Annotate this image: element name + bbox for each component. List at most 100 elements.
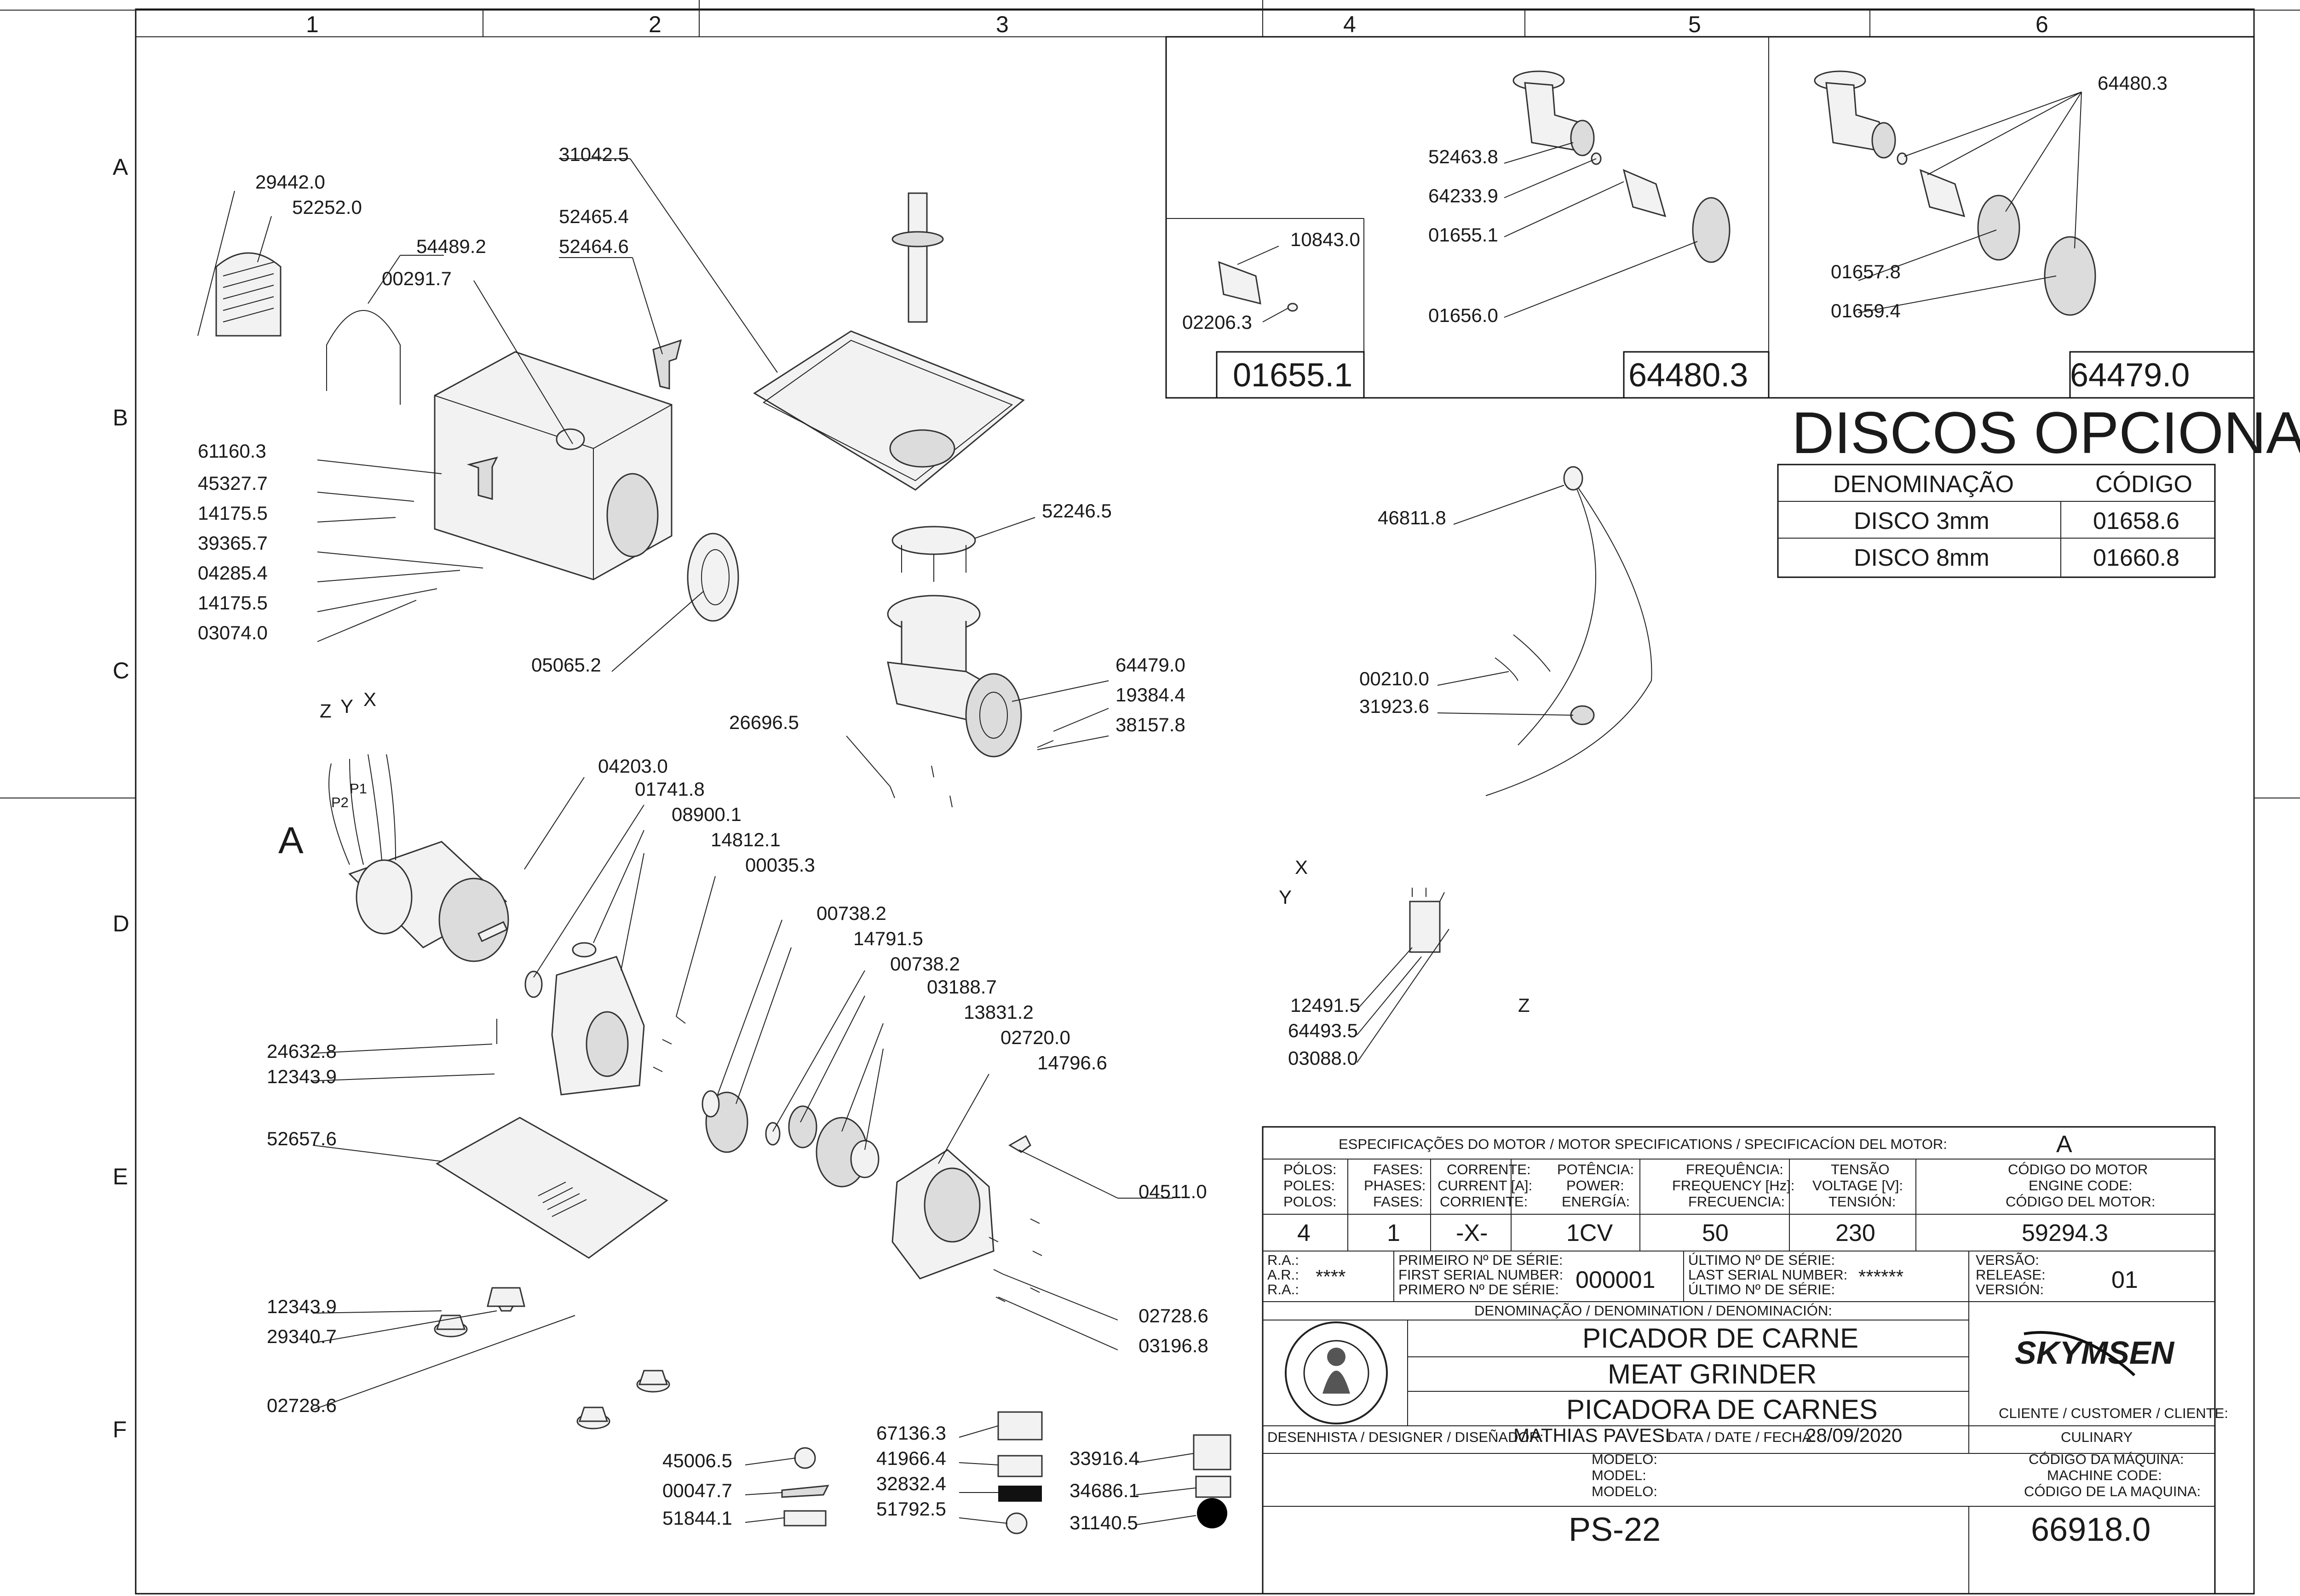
inset-label: 52463.8 [1428,146,1498,167]
part-label: 12343.9 [267,1066,337,1087]
spec-value: 4 [1297,1220,1311,1246]
part-label: 45006.5 [662,1450,732,1471]
part-label: 02728.6 [267,1395,337,1416]
grid-row-a: A [113,154,128,180]
discs-row-name: DISCO 3mm [1854,508,1990,534]
svg-text:P1: P1 [350,781,367,797]
discs-table [1777,464,2216,578]
part-label: 31042.5 [559,144,629,165]
part-label: 00210.0 [1359,668,1429,689]
part-label: 00291.7 [382,268,452,289]
part-label: 03188.7 [927,976,997,998]
denomination-label: DENOMINAÇÃO / DENOMINATION / DENOMINACIÓ… [1474,1303,1832,1319]
housing-hole [606,473,659,557]
part-label: 61160.3 [198,440,266,462]
part-label: 31923.6 [1359,695,1429,717]
latch-part [652,339,682,390]
part-label: 04511.0 [1138,1181,1207,1202]
part-label: 01741.8 [635,778,705,800]
spec-header: CÓDIGO DEL MOTOR: [2006,1194,2156,1210]
grille-part [215,252,282,337]
grid-row-b: B [113,405,128,431]
first-serial-label: FIRST SERIAL NUMBER: [1398,1267,1563,1283]
spec-value: -X- [1456,1220,1488,1246]
cable-part [1485,480,1652,796]
inset-code-box-1 [1216,351,1365,399]
part-label: 00738.2 [890,953,960,975]
spec-header: FREQUÊNCIA: [1686,1161,1783,1177]
part-label: 52465.4 [559,206,629,227]
part-label: 52246.5 [1042,500,1112,522]
sticker-parts [781,1411,1231,1534]
part-label: 29340.7 [267,1326,337,1347]
grid-col-5: 5 [1688,11,1701,37]
machine-code-value: 66918.0 [2031,1511,2150,1548]
grid-row-c: C [113,658,129,683]
part-label: 03196.8 [1138,1335,1208,1356]
machine-code-label: CÓDIGO DA MÁQUINA: [2029,1451,2184,1467]
discs-row-name: DISCO 8mm [1854,545,1990,571]
designer-value: MATHIAS PAVESI [1513,1424,1670,1446]
part-label: 52464.6 [559,235,629,257]
spec-header: CURRENT [A]: [1438,1177,1532,1194]
axis-y-label: Y [340,695,353,717]
part-label: 46811.8 [1378,507,1446,528]
part-label: 39365.7 [198,532,268,554]
spec-header: CORRIENTE: [1440,1194,1528,1210]
switch-part [1409,901,1441,953]
axis-y-label: Y [1279,886,1292,908]
part-label: 02720.0 [1000,1027,1070,1048]
spec-header: POWER: [1566,1177,1624,1194]
plate-part [891,526,976,555]
part-label: 00738.2 [816,902,886,924]
part-label: 24632.8 [267,1040,337,1062]
inset-parts [1218,70,2096,316]
spec-header: PÓLOS: [1283,1161,1336,1177]
last-serial-label: LAST SERIAL NUMBER: [1688,1267,1847,1283]
machine-code-label: MACHINE CODE: [2047,1467,2162,1483]
part-label: 34686.1 [1070,1480,1139,1501]
part-label: 51844.1 [662,1507,732,1529]
part-label: 29442.0 [255,171,325,193]
inset-code-box-3 [2069,351,2255,399]
discs-row-code: 01658.6 [2093,508,2179,534]
inset-label: 10843.0 [1290,229,1360,250]
feet-parts [434,1287,670,1430]
part-label: 52657.6 [267,1128,337,1149]
part-label: 64479.0 [1116,654,1185,676]
brand-logo: SKYMSEN [2015,1335,2175,1371]
part-label: 14812.1 [711,829,781,850]
date-value: 28/09/2020 [1806,1424,1902,1446]
part-label: 13831.2 [964,1001,1034,1023]
part-label: 54489.2 [416,235,486,257]
motor-callout-letter: A [278,820,304,861]
svg-text:P2: P2 [331,794,349,810]
part-label: 45327.7 [198,472,268,494]
part-label: 67136.3 [876,1422,946,1444]
part-label: 14175.5 [198,502,268,524]
axis-z-label: Z [320,700,332,722]
last-serial-value: ****** [1858,1266,1903,1287]
inset-label: 01659.4 [1831,300,1901,321]
spec-header: FASES: [1373,1161,1423,1177]
discs-title: DISCOS OPCIONAIS [1792,400,2300,466]
date-label: DATA / DATE / FECHA: [1668,1429,1816,1445]
part-label: 05065.2 [531,654,601,676]
spec-value: 50 [1702,1220,1729,1246]
first-serial-value: 000001 [1576,1267,1656,1293]
last-serial-label: ÚLTIMO Nº DE SÉRIE: [1688,1281,1835,1297]
version-label: VERSIÓN: [1976,1281,2044,1297]
model-label: MODELO: [1592,1451,1657,1467]
part-label: 04285.4 [198,562,268,584]
spec-value: 1 [1387,1220,1400,1246]
part-label: 14796.6 [1037,1052,1107,1074]
shaft-part [908,192,928,323]
part-label: 08900.1 [672,804,742,825]
tray-part [753,330,1025,491]
ring-part [687,533,739,622]
last-serial-label: ÚLTIMO Nº DE SÉRIE: [1688,1252,1835,1268]
model-value: PS-22 [1569,1511,1661,1548]
part-label: 14791.5 [853,928,923,949]
base-plate-part [436,1117,668,1259]
